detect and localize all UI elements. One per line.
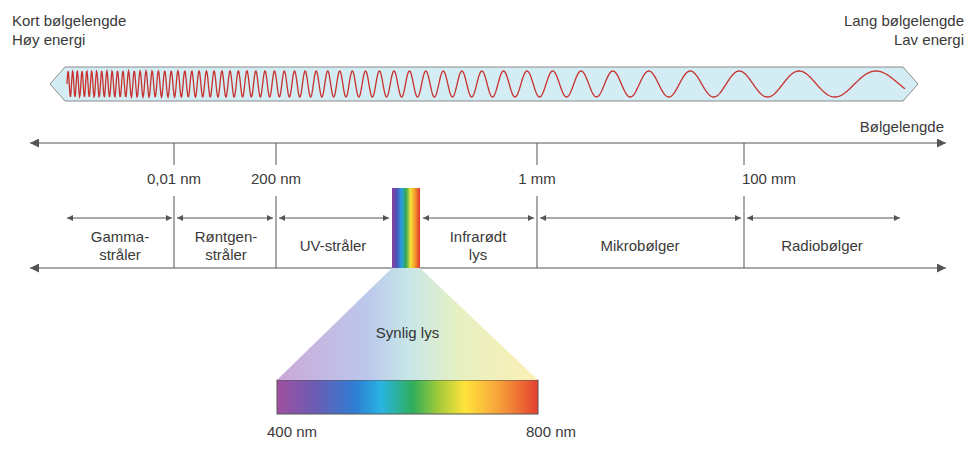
axis-title: Bølgelengde bbox=[790, 118, 944, 136]
band-separators bbox=[174, 196, 744, 268]
scale-value: 200 nm bbox=[226, 170, 326, 188]
visible-spectrum-bar bbox=[277, 380, 538, 414]
band-axis bbox=[30, 267, 946, 268]
end-note: Lav energi bbox=[744, 31, 964, 49]
band-name: Mikrobølger bbox=[570, 237, 710, 255]
separator bbox=[744, 196, 745, 268]
range-arrow bbox=[747, 218, 900, 219]
end-note: Høy energi bbox=[12, 31, 232, 49]
sine-wave bbox=[67, 71, 905, 97]
visible-strip bbox=[392, 188, 420, 268]
band-name: Radiobølger bbox=[752, 237, 892, 255]
fan-shape bbox=[277, 268, 538, 380]
end-note: Lang bølgelengde bbox=[744, 12, 964, 30]
end-note: Kort bølgelengde bbox=[12, 12, 232, 30]
scale-value: 0,01 nm bbox=[124, 170, 224, 188]
range-arrow bbox=[279, 218, 389, 219]
range-arrow bbox=[423, 218, 534, 219]
tick bbox=[537, 143, 538, 165]
separator bbox=[276, 196, 277, 268]
range-arrow bbox=[177, 218, 273, 219]
range-arrow bbox=[540, 218, 741, 219]
band-name: Infrarødt lys bbox=[442, 228, 514, 264]
scale-value: 400 nm bbox=[242, 423, 342, 441]
tick bbox=[174, 143, 175, 165]
band-name: Røntgen- stråler bbox=[190, 228, 262, 264]
tick bbox=[744, 143, 745, 165]
visible-light-fan: Synlig lys bbox=[277, 268, 538, 380]
node-text: Synlig lys bbox=[277, 324, 538, 342]
wave-band bbox=[50, 67, 918, 101]
range-arrow bbox=[67, 218, 172, 219]
separator bbox=[537, 196, 538, 268]
band-name: Gamma- stråler bbox=[84, 228, 156, 264]
band-range-arrows bbox=[67, 218, 900, 219]
wavelength-axis bbox=[30, 142, 946, 143]
tick bbox=[276, 143, 277, 165]
separator bbox=[174, 196, 175, 268]
band-name: UV-stråler bbox=[283, 237, 383, 255]
scale-value: 1 mm bbox=[487, 170, 587, 188]
axis-ticks bbox=[174, 143, 744, 165]
scale-value: 100 mm bbox=[719, 170, 819, 188]
scale-value: 800 nm bbox=[501, 423, 601, 441]
